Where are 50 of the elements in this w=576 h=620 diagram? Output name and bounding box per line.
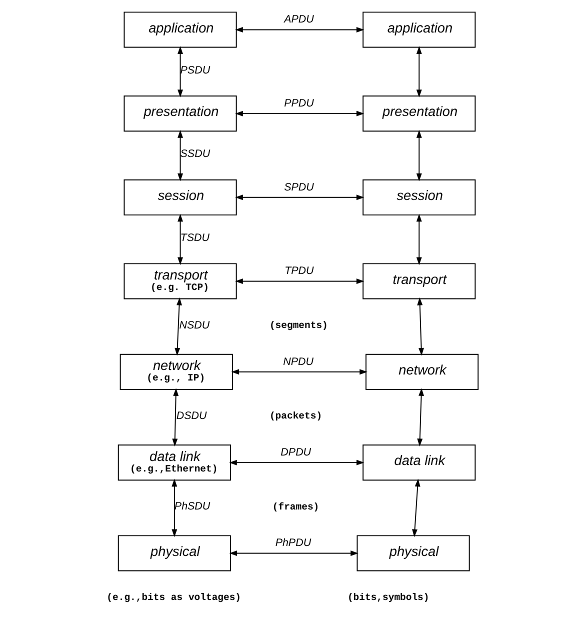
label: (bits,symbols) (347, 592, 430, 604)
edge-label: DSDU (176, 410, 207, 422)
edge-label: SPDU (284, 181, 314, 194)
arrow (235, 110, 364, 116)
edge-label: DPDU (280, 446, 312, 459)
node-box: data link (e.g.,Ethernet) (118, 444, 231, 481)
arrow (178, 214, 184, 266)
edge-label: TSDU (180, 232, 210, 244)
arrow (416, 214, 422, 266)
edge-label: SSDU (180, 148, 210, 160)
node-box: presentation (362, 96, 476, 132)
arrow (417, 297, 424, 356)
node-box: network (e.g., IP) (120, 354, 233, 390)
arrow (178, 46, 184, 98)
label: (packets) (269, 410, 322, 422)
node-box: data link (362, 444, 476, 481)
arrow (416, 130, 422, 182)
node-box: network (366, 354, 479, 390)
edge-label: NSDU (179, 319, 210, 332)
node-box: physical (356, 535, 470, 572)
edge-label: APDU (284, 14, 314, 26)
arrow (174, 297, 182, 356)
label: (e.g.,bits as voltages) (106, 592, 242, 604)
edge-label: NPDU (283, 356, 314, 368)
arrow (172, 388, 179, 446)
node-box: application (124, 12, 237, 48)
node-box: application (362, 12, 476, 48)
arrow (229, 460, 364, 466)
arrow (417, 388, 424, 446)
edge-label: PhPDU (275, 537, 312, 550)
arrow (412, 478, 420, 538)
arrow (416, 46, 422, 98)
arrow (235, 26, 364, 32)
arrow (235, 278, 364, 284)
node-box: physical (118, 535, 231, 572)
arrow (231, 369, 368, 375)
edge-label: PPDU (284, 98, 314, 110)
node-box: presentation (124, 96, 237, 132)
arrow (178, 130, 184, 182)
node-box: session (124, 179, 237, 216)
node-box: transport (e.g. TCP) (124, 263, 237, 300)
arrow (235, 194, 364, 200)
node-box: session (362, 179, 476, 216)
edge-label: PSDU (180, 64, 210, 76)
label: (segments) (269, 320, 328, 332)
node-box: transport (362, 263, 476, 300)
label: (frames) (272, 501, 320, 512)
edge-label: TPDU (284, 265, 314, 278)
arrow (229, 550, 358, 556)
arrow (172, 478, 178, 538)
